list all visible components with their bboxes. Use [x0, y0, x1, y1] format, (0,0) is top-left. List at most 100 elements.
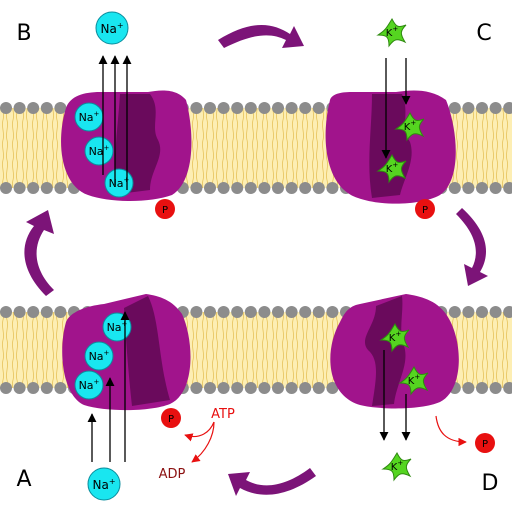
- phospholipid-head: [312, 306, 325, 318]
- phospholipid-head: [312, 102, 325, 114]
- phospholipid-head: [190, 306, 203, 318]
- phospholipid-head: [489, 306, 502, 318]
- phospholipid-head: [476, 306, 488, 318]
- arrows-stage-b: [98, 55, 132, 190]
- cycle-arrow-b-to-c: [218, 24, 304, 48]
- atp-to-adp-arrows: [184, 421, 215, 463]
- phospholipid-head: [13, 306, 26, 318]
- phospholipid-head: [489, 182, 502, 194]
- svg-text:K+: K+: [386, 161, 399, 175]
- phospholipid-head: [13, 102, 26, 114]
- cycle-arrow-d-to-a: [228, 468, 316, 496]
- svg-text:Na+: Na+: [100, 21, 123, 36]
- phospholipid-head: [272, 182, 284, 194]
- svg-text:K+: K+: [386, 25, 399, 39]
- phospholipid-head: [326, 306, 339, 318]
- svg-text:P: P: [422, 205, 428, 216]
- phospholipid-head: [503, 382, 512, 394]
- sodium-ion-a1: Na+: [102, 312, 132, 342]
- phospholipid-head: [285, 382, 298, 394]
- phospholipid-head: [204, 306, 216, 318]
- potassium-ion-c-outside: K+: [377, 18, 407, 47]
- sodium-ion-b2: Na+: [84, 136, 114, 166]
- arrows-stage-a: [87, 311, 130, 462]
- phospholipid-head: [258, 306, 271, 318]
- phospholipid-head: [27, 102, 40, 114]
- phospholipid-head: [231, 382, 244, 394]
- phospholipid-head: [217, 306, 230, 318]
- phospholipid-head: [462, 382, 475, 394]
- sodium-ion-b1: Na+: [74, 102, 104, 132]
- phospholipid-head: [40, 306, 53, 318]
- arrows-stage-c: [381, 58, 411, 159]
- potassium-ion-c2: K+: [377, 154, 407, 183]
- phospholipid-head: [285, 306, 298, 318]
- svg-text:P: P: [162, 205, 168, 216]
- phospholipid-head: [0, 382, 12, 394]
- phospholipid-head: [503, 182, 512, 194]
- phospholipid-head: [299, 306, 312, 318]
- stage-label-b: B: [16, 21, 31, 46]
- arrows-stage-d: [379, 350, 411, 441]
- phospholipid-head: [244, 102, 257, 114]
- phospholipid-head: [13, 382, 26, 394]
- phospholipid-head: [272, 306, 284, 318]
- phospholipid-head: [312, 382, 325, 394]
- sodium-ion-a2: Na+: [84, 341, 114, 371]
- stage-label-a: A: [16, 467, 31, 492]
- phospholipid-head: [476, 102, 488, 114]
- phospholipid-head: [503, 306, 512, 318]
- phospholipid-head: [40, 382, 53, 394]
- phospholipid-head: [285, 182, 298, 194]
- phospholipid-head: [258, 102, 271, 114]
- phospholipid-head: [244, 306, 257, 318]
- phospholipid-head: [503, 102, 512, 114]
- phospholipid-head: [244, 182, 257, 194]
- phospholipid-head: [231, 182, 244, 194]
- phospholipid-head: [217, 382, 230, 394]
- phospholipid-head: [54, 182, 67, 194]
- pump-stage-c: [325, 90, 456, 204]
- svg-text:P: P: [482, 439, 488, 450]
- phospholipid-head: [231, 102, 244, 114]
- svg-text:Na+: Na+: [92, 477, 115, 492]
- phospholipid-head: [27, 306, 40, 318]
- phospholipid-head: [231, 306, 244, 318]
- phospholipid-head: [272, 382, 284, 394]
- phospholipid-head: [217, 182, 230, 194]
- svg-text:Na+: Na+: [79, 110, 100, 124]
- phospholipid-head: [204, 182, 216, 194]
- stage-label-d: D: [482, 471, 499, 496]
- potassium-ion-d1: K+: [380, 323, 410, 352]
- potassium-ion-c1: K+: [395, 112, 425, 141]
- phospholipid-head: [0, 182, 12, 194]
- phospholipid-head: [448, 306, 461, 318]
- phosphate-a: P: [161, 408, 181, 428]
- svg-text:K+: K+: [391, 459, 404, 473]
- phosphate-d: P: [475, 433, 495, 453]
- adp-label: ADP: [159, 467, 186, 482]
- phospholipid-head: [299, 382, 312, 394]
- svg-text:K+: K+: [404, 119, 417, 133]
- phospholipid-head: [40, 102, 53, 114]
- potassium-ion-d-released: K+: [382, 452, 412, 481]
- stage-label-c: C: [476, 21, 491, 46]
- sodium-ion-a-incoming: Na+: [87, 467, 121, 501]
- svg-text:Na+: Na+: [89, 144, 110, 158]
- phospholipid-head: [244, 382, 257, 394]
- svg-text:K+: K+: [389, 330, 402, 344]
- phospholipid-head: [27, 182, 40, 194]
- phospholipid-head: [299, 102, 312, 114]
- phospholipid-head: [27, 382, 40, 394]
- phospholipid-head: [54, 306, 67, 318]
- phospholipid-head: [190, 182, 203, 194]
- phospholipid-head: [204, 102, 216, 114]
- sodium-ion-b-released: Na+: [95, 11, 129, 45]
- phospholipid-head: [40, 182, 53, 194]
- cycle-arrow-a-to-b: [24, 210, 54, 296]
- phospholipid-head: [13, 182, 26, 194]
- svg-text:Na+: Na+: [89, 349, 110, 363]
- phosphate-release-arrow: [435, 415, 467, 447]
- phospholipid-head: [489, 102, 502, 114]
- phospholipid-head: [272, 102, 284, 114]
